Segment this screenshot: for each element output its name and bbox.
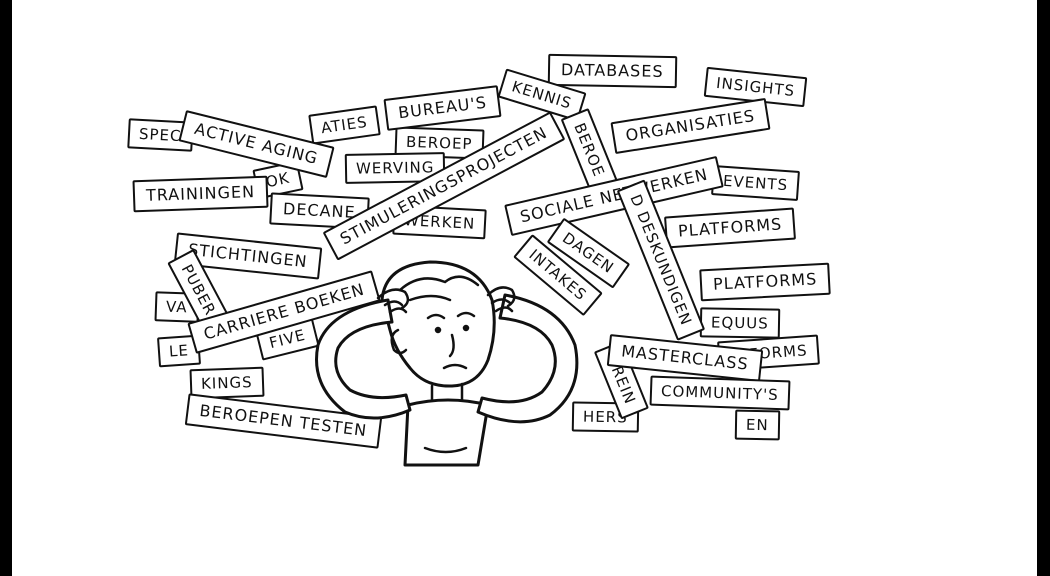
- label-equus: EQUUS: [699, 307, 781, 339]
- label-deskundigen: D DESKUNDIGEN: [616, 179, 706, 341]
- label-en: EN: [734, 409, 780, 441]
- label-platforms-1: PLATFORMS: [664, 207, 797, 249]
- label-organisaties: ORGANISATIES: [610, 97, 771, 155]
- label-beroepen-testen: BEROEPEN TESTEN: [184, 393, 382, 449]
- label-events: EVENTS: [711, 164, 801, 202]
- label-bureaus: BUREAU'S: [383, 85, 502, 131]
- label-community: COMMUNITY'S: [649, 375, 791, 411]
- label-platforms-2: PLATFORMS: [699, 262, 832, 302]
- label-databases: DATABASES: [547, 53, 677, 89]
- label-trainingen: TRAININGEN: [132, 175, 269, 213]
- label-aties: ATIES: [308, 105, 381, 145]
- label-beroe-vertical: BEROE: [560, 107, 618, 193]
